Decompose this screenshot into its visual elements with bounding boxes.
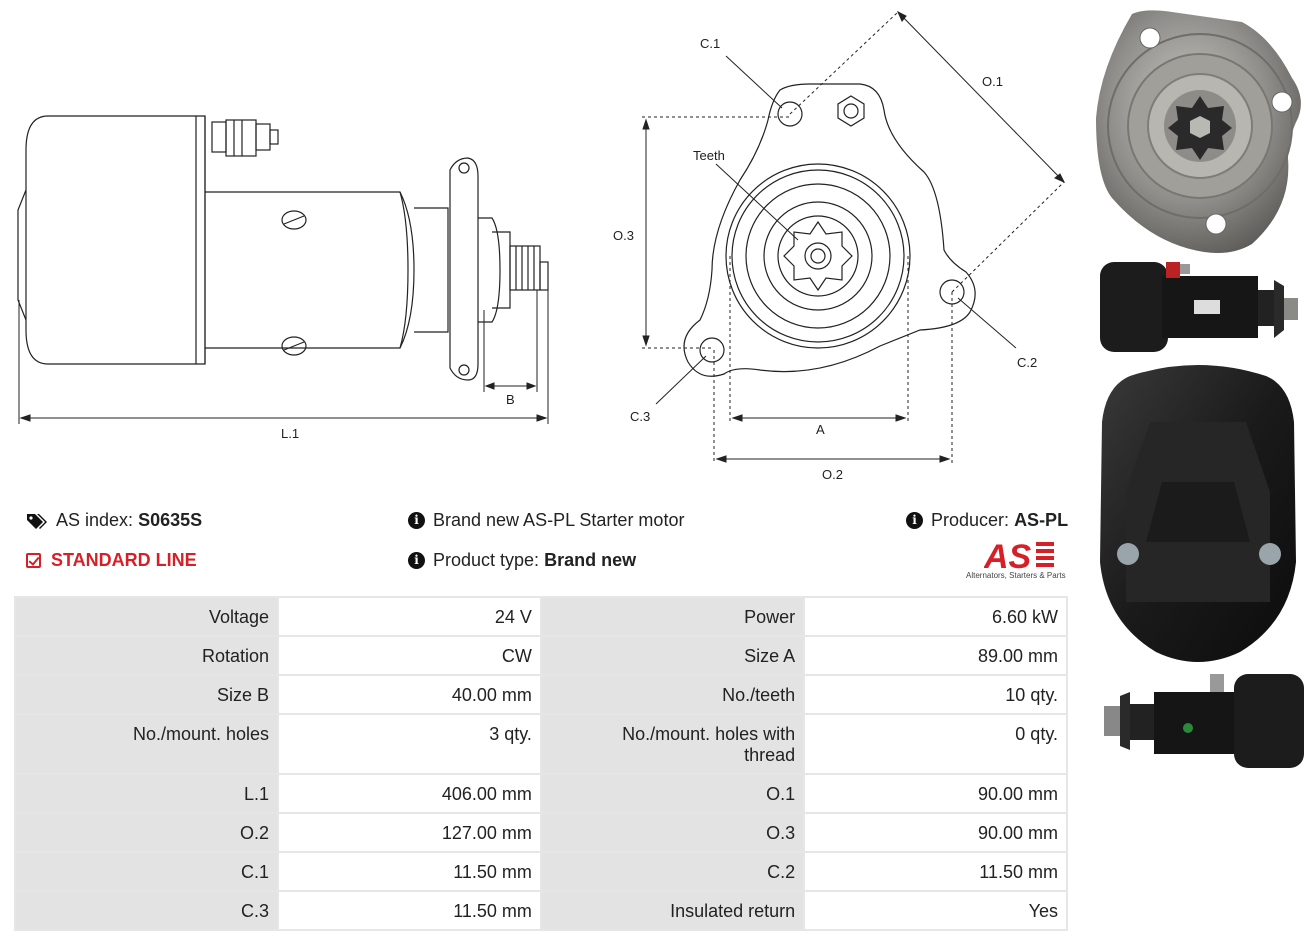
spec-value: 90.00 mm xyxy=(805,775,1066,812)
product-description: i Brand new AS-PL Starter motor xyxy=(408,510,684,531)
product-photo-rear xyxy=(1100,365,1296,662)
spec-value: 11.50 mm xyxy=(279,853,540,890)
info-icon: i xyxy=(906,512,923,529)
dim-label-b: B xyxy=(506,392,515,407)
dim-label-o3: O.3 xyxy=(613,228,634,243)
spec-key: Rotation xyxy=(16,637,278,674)
product-photo-front xyxy=(1096,10,1301,254)
product-type-value: Brand new xyxy=(544,550,637,570)
product-photo-side xyxy=(1100,262,1298,352)
front-view-drawing: C.1 O.1 Teeth O.3 C.2 C.3 A O.2 xyxy=(613,10,1066,482)
as-pl-logo: AS xyxy=(984,538,1054,572)
spec-key: C.2 xyxy=(541,853,804,890)
dim-label-teeth: Teeth xyxy=(693,148,725,163)
spec-value: 10 qty. xyxy=(805,676,1066,713)
spec-key: C.3 xyxy=(16,892,278,929)
spec-key: L.1 xyxy=(16,775,278,812)
producer-value: AS-PL xyxy=(1014,510,1069,530)
spec-key: O.1 xyxy=(541,775,804,812)
dim-label-l1: L.1 xyxy=(281,426,299,441)
spec-value: 90.00 mm xyxy=(805,814,1066,851)
spec-value: 6.60 kW xyxy=(805,598,1066,635)
dim-label-a: A xyxy=(816,422,825,437)
svg-text:AS: AS xyxy=(984,538,1032,572)
standard-line-badge: STANDARD LINE xyxy=(26,550,197,571)
spec-key: Power xyxy=(541,598,804,635)
spec-value: 24 V xyxy=(279,598,540,635)
side-view-drawing: B L.1 xyxy=(17,115,549,441)
info-icon: i xyxy=(408,512,425,529)
product-photo-side-2 xyxy=(1104,674,1304,768)
dim-label-c3: C.3 xyxy=(630,409,650,424)
spec-value: 0 qty. xyxy=(805,715,1066,773)
spec-value: 11.50 mm xyxy=(805,853,1066,890)
spec-value: CW xyxy=(279,637,540,674)
standard-line-label: STANDARD LINE xyxy=(51,550,197,570)
spec-key: No./teeth xyxy=(541,676,804,713)
dim-label-o1: O.1 xyxy=(982,74,1003,89)
product-type: i Product type: Brand new xyxy=(408,550,636,571)
spec-key: No./mount. holes with thread xyxy=(541,715,804,773)
spec-value: 3 qty. xyxy=(279,715,540,773)
spec-key: O.2 xyxy=(16,814,278,851)
as-index: AS index: S0635S xyxy=(26,510,202,531)
spec-value: 11.50 mm xyxy=(279,892,540,929)
spec-key: C.1 xyxy=(16,853,278,890)
producer: i Producer: AS-PL xyxy=(906,510,1068,531)
spec-value: 406.00 mm xyxy=(279,775,540,812)
as-index-value: S0635S xyxy=(138,510,203,530)
dim-label-o2: O.2 xyxy=(822,467,843,482)
product-type-label: Product type: xyxy=(433,550,540,570)
description-text: Brand new AS-PL Starter motor xyxy=(433,510,685,530)
spec-key: Voltage xyxy=(16,598,278,635)
spec-value: 89.00 mm xyxy=(805,637,1066,674)
spec-key: Size A xyxy=(541,637,804,674)
spec-value: 40.00 mm xyxy=(279,676,540,713)
spec-key: Size B xyxy=(16,676,278,713)
spec-value: Yes xyxy=(805,892,1066,929)
spec-key: Insulated return xyxy=(541,892,804,929)
logo-tagline: Alternators, Starters & Parts xyxy=(966,571,1066,580)
tags-icon xyxy=(27,513,47,529)
spec-value: 127.00 mm xyxy=(279,814,540,851)
producer-label: Producer: xyxy=(931,510,1010,530)
dim-label-c2: C.2 xyxy=(1017,355,1037,370)
as-index-label: AS index: xyxy=(56,510,134,530)
checkbox-icon xyxy=(26,553,41,568)
spec-key: No./mount. holes xyxy=(16,715,278,773)
dim-label-c1: C.1 xyxy=(700,36,720,51)
spec-key: O.3 xyxy=(541,814,804,851)
info-icon: i xyxy=(408,552,425,569)
